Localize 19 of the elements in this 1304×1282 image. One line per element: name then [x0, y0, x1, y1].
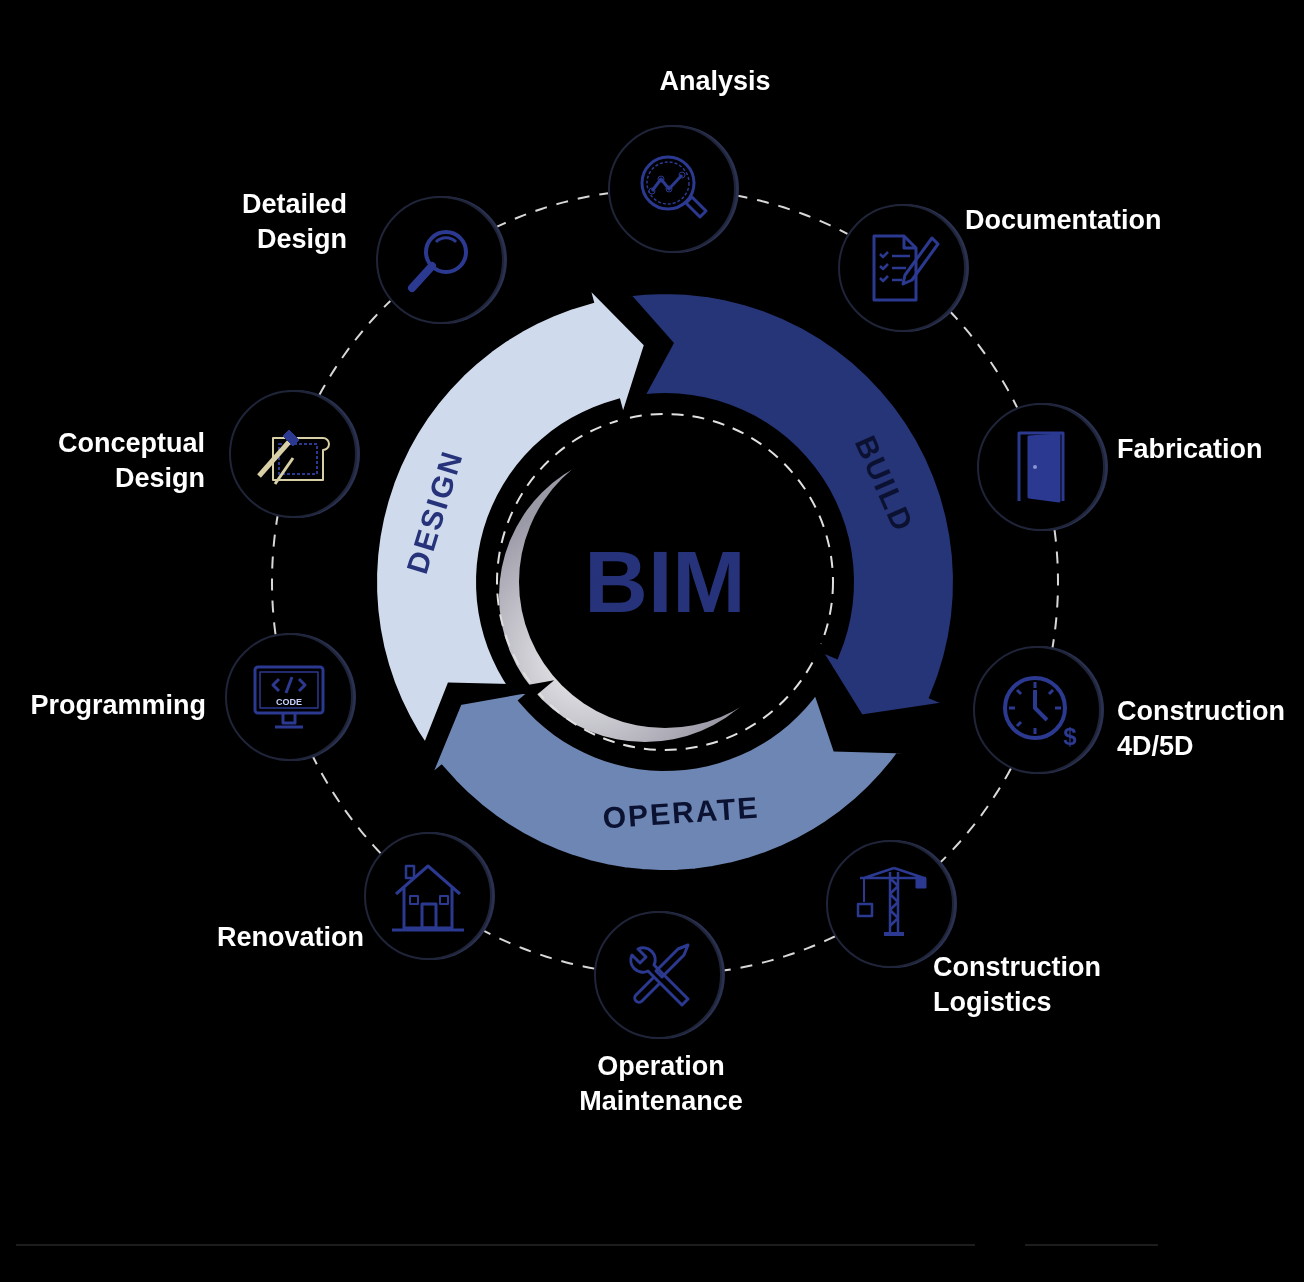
center-title: BIM [584, 531, 746, 633]
phase-label: OPERATE [601, 791, 761, 836]
stage-label: Detailed Design [240, 188, 347, 256]
code-label: CODE [276, 697, 302, 707]
dashed-connector [938, 767, 1012, 865]
dashed-connector [318, 299, 392, 397]
dashed-connector [271, 515, 279, 636]
stage-label: Analysis [658, 65, 772, 98]
dollar-sign: $ [1063, 725, 1077, 749]
stage-label: Construction Logistics [933, 951, 1102, 1019]
stage-label: Programming [29, 689, 206, 722]
stage-label: Documentation [965, 204, 1163, 237]
stage-label: Construction 4D/5D [1117, 695, 1286, 763]
stage-label: Renovation [216, 921, 364, 954]
stage-label: Fabrication [1117, 433, 1264, 466]
stage-label: Operation Maintenance [578, 1050, 744, 1118]
stage-label: Conceptual Design [57, 427, 205, 495]
dashed-connector [1051, 528, 1059, 649]
dashed-connector [311, 755, 382, 855]
